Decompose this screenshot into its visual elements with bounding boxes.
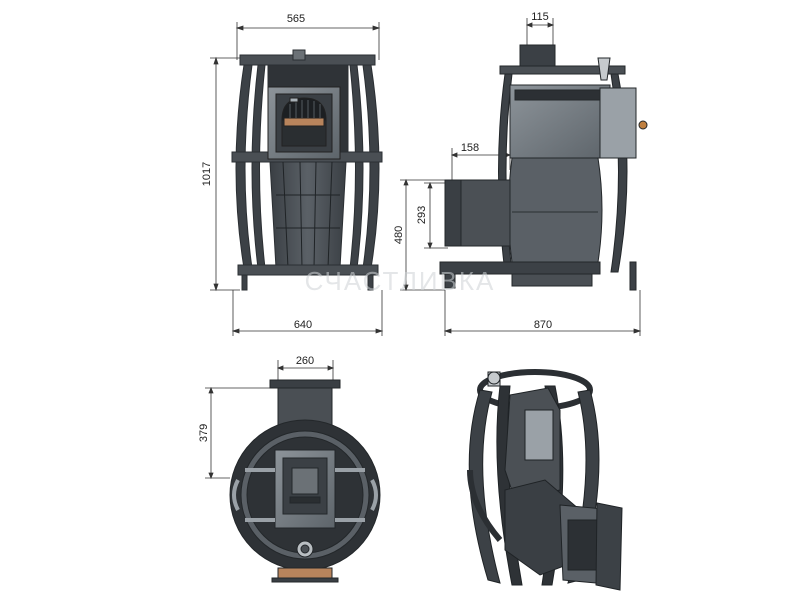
- dimension-front-height: [210, 56, 260, 292]
- dim-379-label: 379: [198, 424, 210, 442]
- top-stove-body: [229, 379, 381, 583]
- side-view: 115 158 293 480: [393, 11, 648, 336]
- front-barrel-cage: [231, 49, 383, 291]
- dim-293-label: 293: [416, 206, 428, 224]
- isometric-view: [467, 369, 623, 591]
- top-view: 260 379: [198, 355, 381, 583]
- dim-640-label: 640: [294, 319, 312, 331]
- dimension-front-width-bottom: [231, 290, 384, 336]
- dimension-front-width-top: [235, 22, 381, 60]
- dim-260-label: 260: [296, 355, 314, 367]
- front-firebox-door: [267, 86, 341, 160]
- dim-1017-label: 1017: [201, 162, 213, 186]
- dimension-top-chimney-offset: [205, 386, 280, 480]
- dimension-side-firebox-opening: [424, 181, 448, 250]
- dim-158-label: 158: [461, 142, 479, 154]
- dim-115-label: 115: [531, 11, 549, 23]
- front-view: 565 1017 640: [201, 13, 384, 336]
- dimension-side-height-low: [400, 178, 445, 292]
- dim-480-label: 480: [393, 226, 405, 244]
- dim-565-label: 565: [287, 13, 305, 25]
- dimension-side-depth: [443, 290, 642, 336]
- watermark-text: СЧАСТЛИВКА: [305, 266, 496, 296]
- side-stove-body: [439, 44, 648, 291]
- dim-870-label: 870: [534, 319, 552, 331]
